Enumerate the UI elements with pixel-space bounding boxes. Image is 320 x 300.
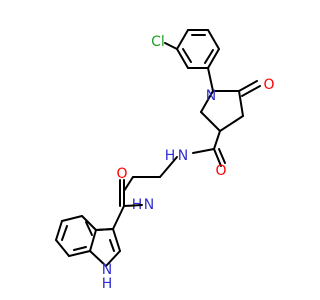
bond bbox=[95, 228, 114, 231]
ethylene-bond bbox=[123, 176, 134, 192]
bond bbox=[61, 215, 83, 222]
aryl-chloride-bond bbox=[164, 42, 178, 50]
ethylene-bond bbox=[159, 156, 178, 178]
bond bbox=[55, 220, 63, 241]
bond bbox=[89, 250, 107, 267]
bond bbox=[105, 250, 121, 267]
aromatic-inner-bond bbox=[73, 246, 87, 251]
aryl-nitrogen-bond bbox=[207, 67, 214, 92]
indole-nitrogen-label: N bbox=[102, 262, 112, 278]
lactam-oxygen-label: O bbox=[263, 77, 274, 93]
chlorophenyl-ring bbox=[164, 29, 220, 69]
chemical-structure-diagram: Cl N O O N H N H O bbox=[0, 0, 300, 300]
diagram-background bbox=[0, 0, 300, 300]
aromatic-inner-bond bbox=[109, 239, 115, 252]
indole-hydrogen-label: H bbox=[102, 276, 113, 292]
bond bbox=[238, 90, 244, 117]
bond bbox=[55, 239, 70, 257]
indole-carbonyl-oxygen-label: O bbox=[116, 166, 127, 182]
bond bbox=[89, 229, 97, 252]
bond bbox=[200, 111, 221, 132]
amide-carbonyl-bond bbox=[213, 148, 222, 167]
indole-ring-system bbox=[55, 215, 121, 267]
bond bbox=[207, 29, 220, 50]
aromatic-inner-bond bbox=[85, 221, 93, 236]
aromatic-inner-bond bbox=[61, 225, 68, 241]
carbonyl-to-indole-bond bbox=[112, 205, 125, 230]
ring-nitrogen-label: N bbox=[206, 88, 216, 104]
bond bbox=[176, 48, 189, 69]
aromatic-inner-bond bbox=[182, 48, 192, 63]
aromatic-inner-bond bbox=[204, 49, 214, 64]
amide-carbonyl-bond-second bbox=[218, 148, 226, 164]
amide-oxygen-label: O bbox=[215, 163, 226, 179]
pyrrolidinone-to-amide-bond bbox=[213, 130, 221, 150]
amide-nitrogen-label: N bbox=[178, 148, 188, 164]
pyrrolidinone-ring bbox=[200, 80, 261, 132]
chlorine-atom-label: Cl bbox=[151, 34, 165, 50]
lactam-carbonyl-bond-second bbox=[241, 85, 261, 97]
bond bbox=[81, 215, 97, 231]
lactam-carbonyl-bond bbox=[238, 80, 258, 92]
bond bbox=[219, 115, 244, 132]
linker-nitrogen-label: N bbox=[144, 197, 154, 213]
bond bbox=[68, 250, 91, 257]
bond bbox=[200, 90, 214, 113]
linker-to-carbonyl-bond bbox=[123, 204, 143, 207]
amide-hydrogen-label: H bbox=[165, 148, 176, 164]
bond bbox=[112, 228, 121, 252]
bond bbox=[176, 29, 189, 50]
amide-nitrogen-bond bbox=[192, 148, 215, 154]
bond bbox=[207, 48, 220, 69]
